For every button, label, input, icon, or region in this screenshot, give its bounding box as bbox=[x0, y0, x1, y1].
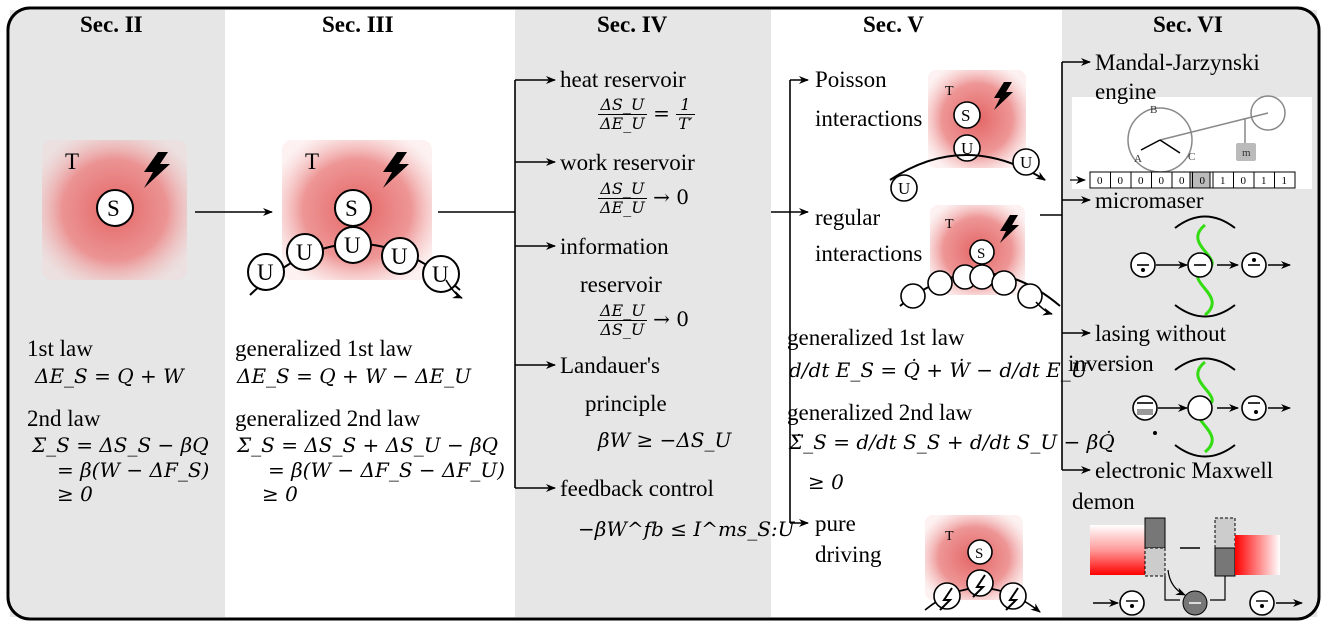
sec-v-gen-second-law-eq2: ≥ 0 bbox=[808, 470, 844, 494]
sec-v-t-label-2: T bbox=[945, 217, 954, 232]
mj-label-c: C bbox=[1188, 151, 1195, 163]
landauer-label-2: principle bbox=[585, 391, 667, 416]
outer-border bbox=[6, 6, 1321, 621]
header-sec-v: Sec. V bbox=[863, 12, 924, 37]
information-reservoir-label-2: reservoir bbox=[580, 272, 662, 297]
sec-v-u-label-1: U bbox=[961, 139, 974, 158]
pure-driving-label-2: driving bbox=[815, 542, 882, 567]
poisson-label-1: Poisson bbox=[815, 67, 887, 92]
tape-bit: 1 bbox=[1261, 175, 1267, 187]
tape-bit: 1 bbox=[1282, 175, 1288, 187]
tape-bit: 0 bbox=[1179, 175, 1185, 187]
mj-label-m: m bbox=[1242, 147, 1251, 159]
sec-ii-second-law-eq3: ≥ 0 bbox=[57, 482, 93, 506]
sec-iii-s-label: S bbox=[345, 196, 358, 221]
information-reservoir-label-1: information bbox=[560, 234, 669, 259]
regular-label-1: regular bbox=[815, 205, 881, 230]
sec-ii-s-label: S bbox=[107, 196, 120, 221]
sec-iii-gen-second-law: generalized 2nd law bbox=[235, 406, 421, 431]
sec-iii-gen-second-law-eq3: ≥ 0 bbox=[262, 482, 298, 506]
sec-iii-u-label-1: U bbox=[257, 260, 274, 285]
sec-v-t-label-1: T bbox=[945, 84, 954, 99]
tape-bit: 1 bbox=[1220, 175, 1226, 187]
sec-ii-first-law-eq: ΔE_S = Q + W bbox=[35, 364, 184, 388]
sec-ii-t-label: T bbox=[65, 149, 80, 174]
maxwell-demon-label-1: electronic Maxwell bbox=[1095, 458, 1274, 483]
sec-ii-second-law-eq2: = β(W − ΔF_S) bbox=[57, 458, 210, 482]
tape-bit: 0 bbox=[1159, 175, 1165, 187]
sec-v-gen-first-law: generalized 1st law bbox=[787, 325, 965, 350]
micromaser-graphic bbox=[1130, 215, 1291, 318]
sec-iii-t-label: T bbox=[305, 149, 320, 174]
work-reservoir-label: work reservoir bbox=[560, 150, 695, 175]
sec-iii-gen-first-law-eq: ΔE_S = Q + W − ΔE_U bbox=[237, 364, 472, 388]
sec-v-u-label-2: U bbox=[898, 179, 911, 198]
sec-ii-second-law: 2nd law bbox=[27, 406, 101, 431]
tape-bit: 0 bbox=[1138, 175, 1144, 187]
sec-v-t-label-3: T bbox=[945, 529, 954, 544]
lightning-icon bbox=[144, 152, 170, 188]
sec-iii-reservoir-graphic bbox=[247, 140, 463, 299]
sec-iii-u-label-4: U bbox=[391, 244, 408, 269]
sec-v-s-label-2: S bbox=[977, 246, 986, 262]
header-sec-iv: Sec. IV bbox=[597, 12, 668, 37]
sec-v-s-label-3: S bbox=[975, 546, 984, 562]
sec-v-gen-second-law: generalized 2nd law bbox=[787, 400, 973, 425]
lightning-icon bbox=[994, 82, 1013, 110]
lasing-without-inversion-label-2: inversion bbox=[1068, 351, 1154, 376]
heat-reservoir-label: heat reservoir bbox=[560, 67, 686, 92]
sec-v-u-label-3: U bbox=[1020, 153, 1033, 172]
sec-ii-reservoir-graphic bbox=[42, 140, 187, 280]
landauer-label-1: Landauer's bbox=[560, 353, 660, 378]
header-sec-vi: Sec. VI bbox=[1153, 12, 1223, 37]
sec-v-pure-driving-graphic bbox=[924, 515, 1041, 613]
micromaser-label: micromaser bbox=[1095, 188, 1204, 213]
panel-sec-iv bbox=[515, 10, 771, 617]
sec-iii-u-label-5: U bbox=[432, 262, 449, 287]
sec-iii-gen-first-law: generalized 1st law bbox=[235, 336, 413, 361]
sec-iii-gen-second-law-eq2: = β(W − ΔF_S − ΔF_U) bbox=[268, 458, 505, 482]
sec-v-s-label-1: S bbox=[961, 106, 971, 125]
tape-bit: 0 bbox=[1118, 175, 1124, 187]
sec-v-regular-graphic bbox=[899, 205, 1061, 316]
regular-label-2: interactions bbox=[815, 241, 923, 266]
pure-driving-label-1: pure bbox=[815, 511, 856, 536]
lightning-icon bbox=[383, 152, 409, 188]
header-sec-ii: Sec. II bbox=[80, 12, 143, 37]
sec-v-poisson-graphic bbox=[889, 70, 1046, 202]
sec-iii-gen-second-law-eq1: Σ_S = ΔS_S + ΔS_U − βQ bbox=[237, 433, 499, 457]
mandal-jarzynski-label-1: Mandal-Jarzynski bbox=[1095, 50, 1260, 75]
sec-v-gen-second-law-eq1: Σ̇_S = d/dt S_S + d/dt S_U − βQ̇ bbox=[789, 430, 1115, 454]
sec-ii-second-law-eq1: Σ_S = ΔS_S − βQ bbox=[32, 433, 209, 457]
tape-bit: 0 bbox=[1097, 175, 1103, 187]
mj-label-b: B bbox=[1150, 104, 1157, 116]
lightning-icon bbox=[1000, 215, 1019, 243]
sec-v-gen-first-law-eq: d/dt E_S = Q̇ + Ẇ − d/dt E_U bbox=[789, 358, 1088, 382]
sec-iii-u-label-2: U bbox=[296, 240, 313, 265]
sec-iv-branches bbox=[514, 76, 556, 492]
poisson-label-2: interactions bbox=[815, 106, 923, 131]
landauer-eq: βW ≥ −ΔS_U bbox=[598, 428, 732, 452]
lasing-without-inversion-label-1: lasing without bbox=[1095, 321, 1226, 346]
mandal-jarzynski-engine-graphic: A B C m 0 0 0 0 0 0 1 0 1 1 bbox=[1070, 95, 1312, 189]
mandal-jarzynski-label-2: engine bbox=[1095, 79, 1157, 104]
tape-bit: 0 bbox=[1241, 175, 1247, 187]
feedback-control-eq: −βW^fb ≤ I^ms_S:U bbox=[578, 517, 795, 541]
sec-ii-first-law: 1st law bbox=[27, 336, 93, 361]
header-sec-iii: Sec. III bbox=[322, 12, 394, 37]
sec-iii-u-label-3: U bbox=[344, 233, 361, 258]
panel-sec-ii bbox=[10, 10, 225, 617]
tape-bit: 0 bbox=[1200, 175, 1206, 187]
maxwell-demon-label-2: demon bbox=[1072, 489, 1135, 514]
maxwell-demon-graphic bbox=[1090, 517, 1303, 616]
mj-label-a: A bbox=[1134, 153, 1142, 165]
lasing-without-inversion-graphic bbox=[1132, 357, 1291, 458]
feedback-control-label: feedback control bbox=[560, 476, 714, 501]
